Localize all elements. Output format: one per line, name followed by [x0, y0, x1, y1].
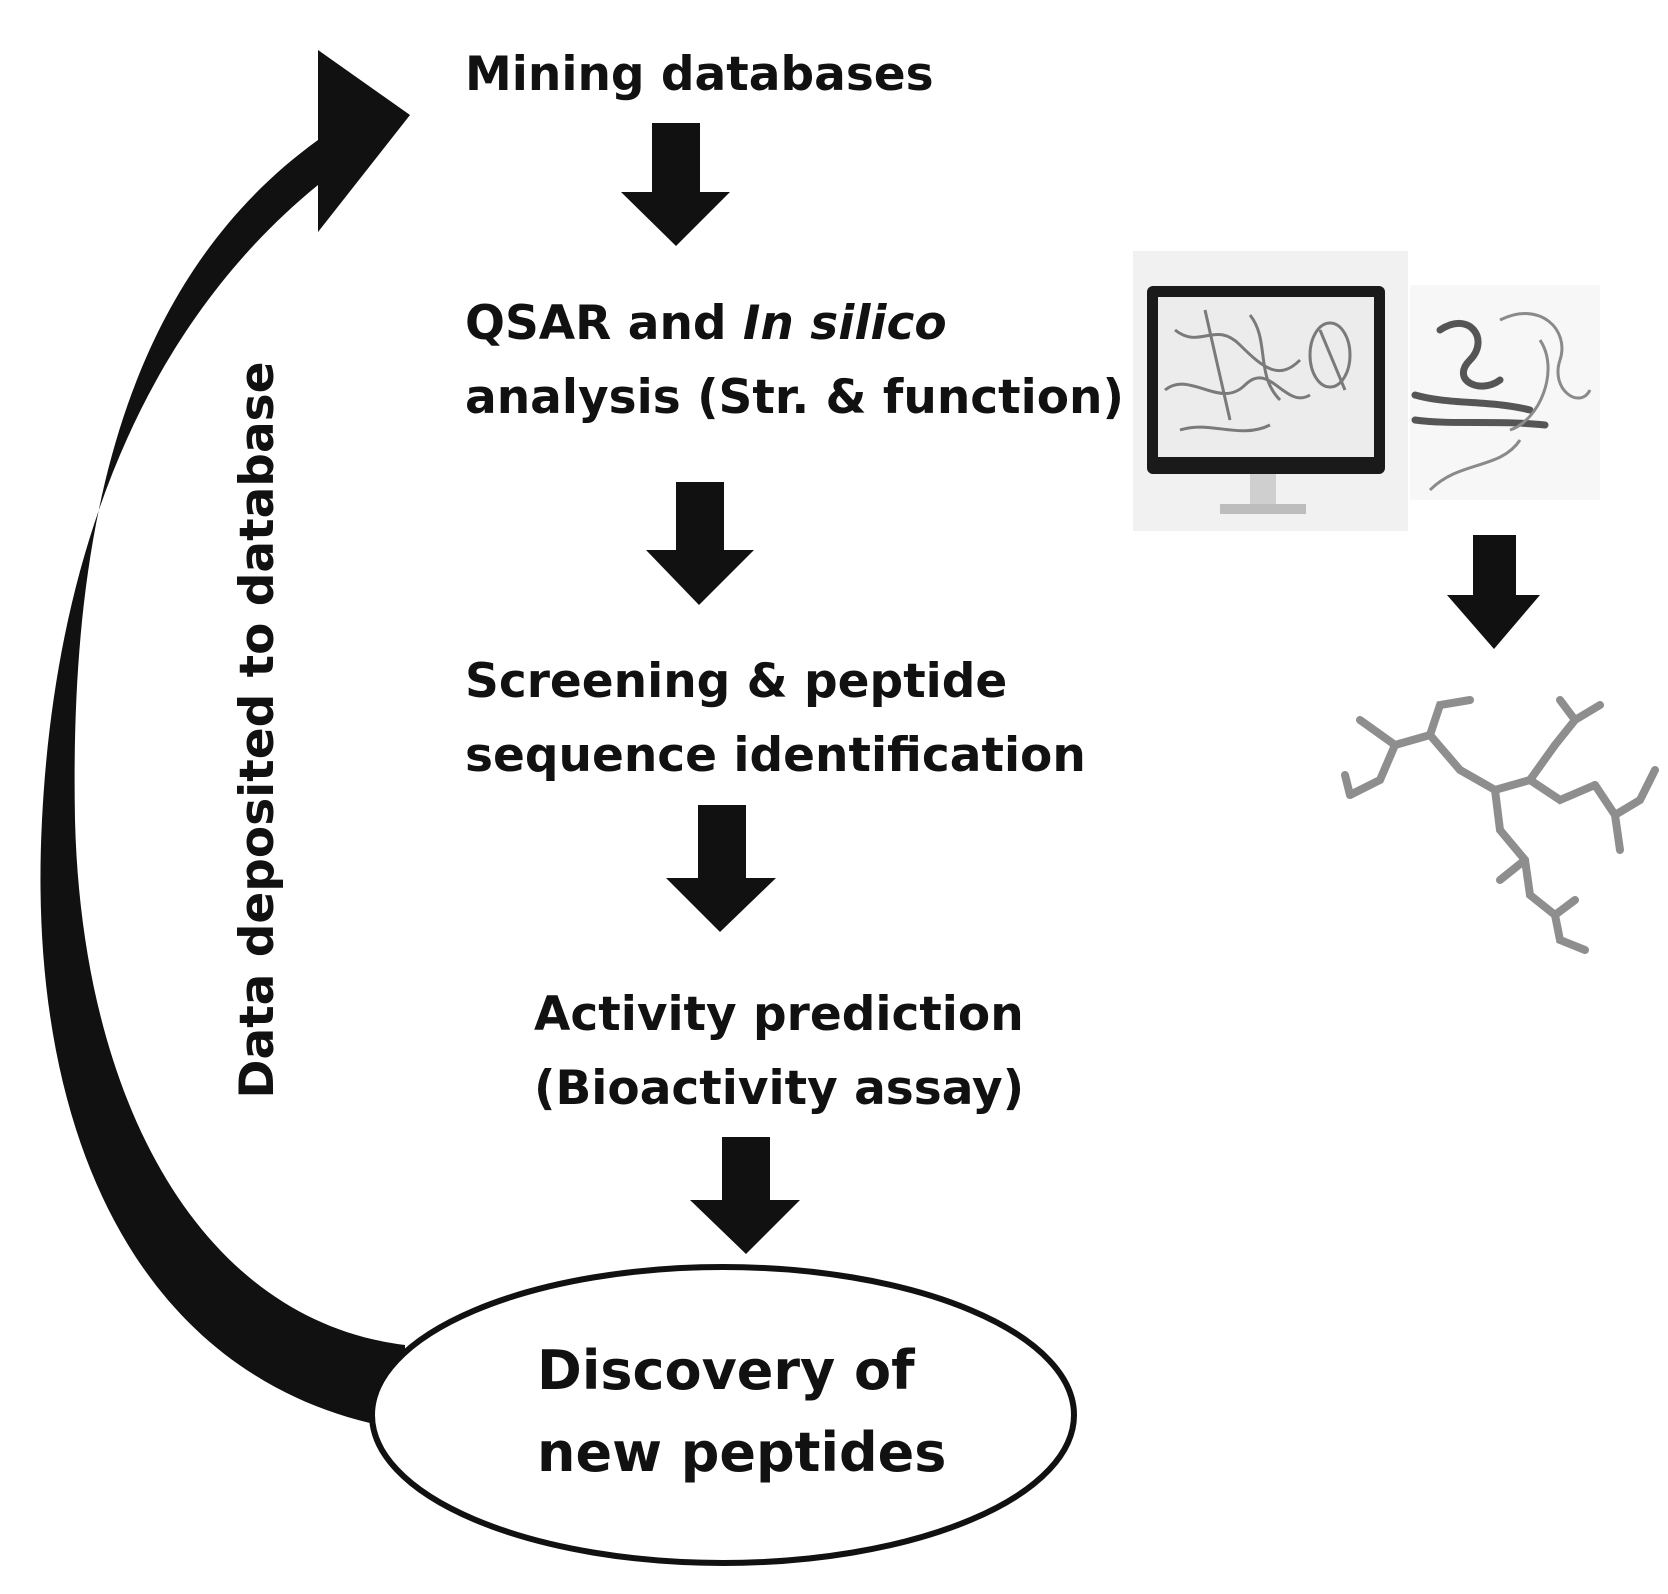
step-2-line-2: analysis (Str. & function) — [465, 370, 1124, 425]
peptide-molecule-icon — [1341, 696, 1659, 954]
computer-monitor-icon — [1133, 251, 1408, 531]
step-2-line-1a: QSAR and — [465, 296, 743, 351]
step-screening: Screening & peptide sequence identificat… — [465, 645, 1086, 793]
step-2-line-1: QSAR and In silico — [465, 287, 1124, 361]
flow-arrow-right — [1447, 535, 1540, 649]
step-2-line-1b: In silico — [742, 296, 947, 351]
step-3-line-2: sequence identification — [465, 728, 1086, 783]
flow-arrow-2 — [646, 482, 754, 605]
discovery-ellipse — [369, 1264, 1077, 1566]
step-activity-prediction: Activity prediction (Bioactivity assay) — [534, 978, 1024, 1126]
final-discovery-label: Discovery of new peptides — [537, 1330, 946, 1494]
step-qsar-analysis: QSAR and In silico analysis (Str. & func… — [465, 287, 1124, 435]
step-4-line-2: (Bioactivity assay) — [534, 1061, 1025, 1116]
flow-arrow-3 — [666, 805, 776, 932]
step-3-line-1: Screening & peptide — [465, 654, 1008, 709]
step-mining-databases: Mining databases — [465, 38, 934, 112]
final-line-2: new peptides — [537, 1421, 947, 1484]
flow-arrow-1 — [621, 123, 730, 246]
feedback-label: Data deposited to database — [230, 361, 285, 1099]
protein-structure-icon — [1410, 285, 1600, 500]
final-line-1: Discovery of — [537, 1339, 915, 1402]
feedback-arrow — [40, 50, 410, 1430]
flow-arrow-4 — [690, 1137, 800, 1254]
step-4-line-1: Activity prediction — [534, 987, 1024, 1042]
step-1-line-1: Mining databases — [465, 47, 934, 102]
